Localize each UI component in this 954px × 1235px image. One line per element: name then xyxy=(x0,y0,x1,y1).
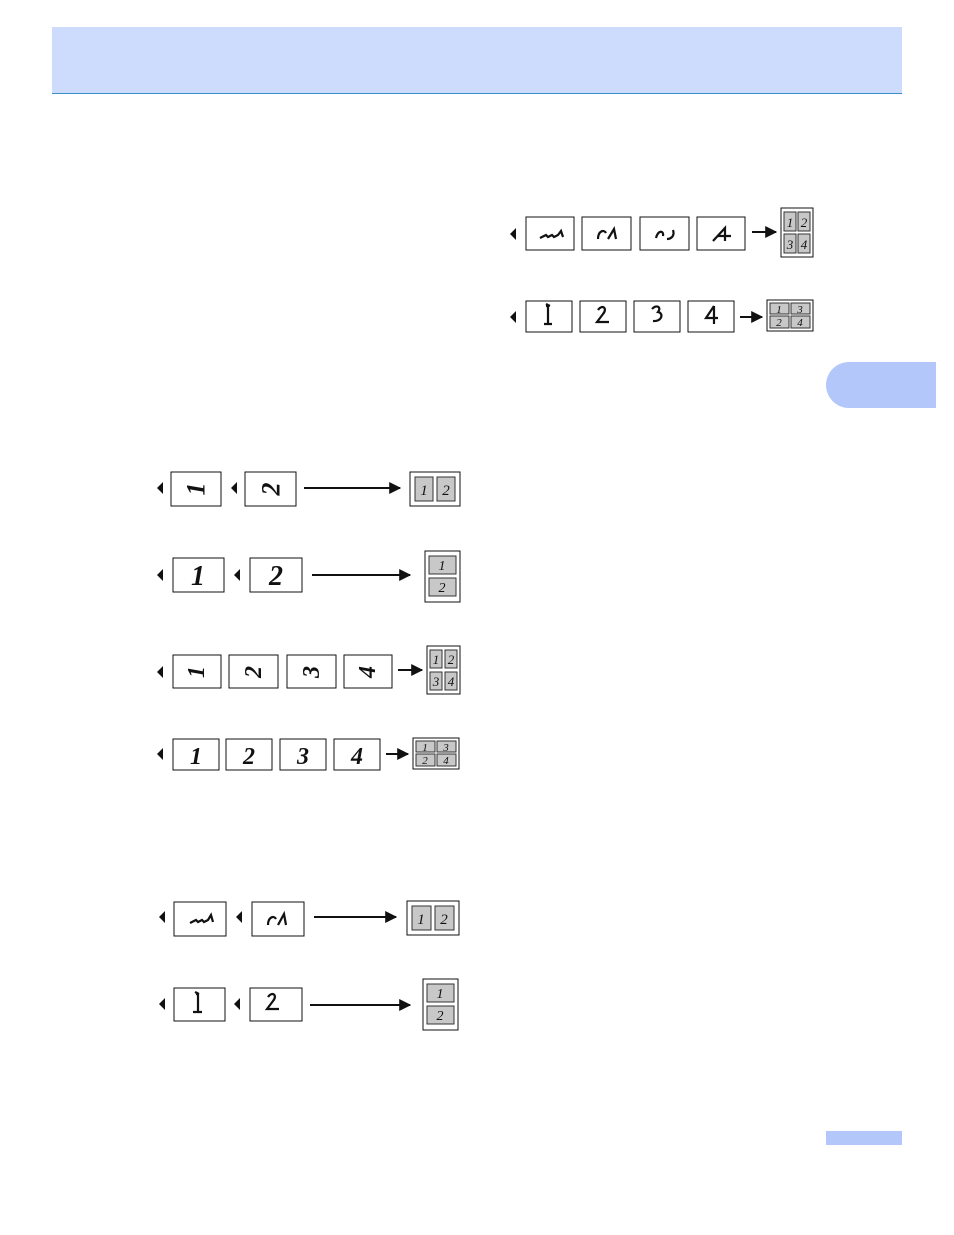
page-number: 3 xyxy=(296,744,309,770)
page-number: 1 xyxy=(184,666,210,678)
feed-direction-icon xyxy=(157,748,163,760)
feed-direction-icon xyxy=(157,666,163,678)
cell-number: 1 xyxy=(433,652,440,667)
page-number: 2 xyxy=(268,561,283,592)
diagram-4in1-portrait: 1 2 3 4 1 2 3 4 xyxy=(157,646,460,694)
cell-number: 3 xyxy=(796,304,803,316)
diagram-2in1-portrait: 1 2 1 2 xyxy=(157,472,460,506)
cell-number: 1 xyxy=(417,912,425,928)
feed-direction-icon xyxy=(159,911,165,923)
diagram-4in1-landscape: 1 2 3 4 1 3 2 4 xyxy=(157,738,459,770)
page-number: 1 xyxy=(182,483,211,496)
page-number: 2 xyxy=(241,666,267,679)
feed-direction-icon xyxy=(510,311,516,323)
cell-number: 1 xyxy=(776,304,782,316)
cell-number: 2 xyxy=(442,483,450,499)
cell-number: 1 xyxy=(420,483,428,499)
page-number: 1 xyxy=(190,744,202,770)
feed-direction-icon xyxy=(157,569,163,581)
diagram-2in1-landscape: 1 2 1 2 xyxy=(157,551,460,602)
feed-direction-icon xyxy=(236,911,242,923)
feed-direction-icon xyxy=(157,482,163,494)
page-number: 1 xyxy=(191,561,205,592)
cell-number: 2 xyxy=(439,581,446,596)
cell-number: 4 xyxy=(801,237,808,252)
feed-direction-icon xyxy=(159,998,165,1010)
feed-direction-icon xyxy=(234,569,240,581)
diagram-rotated-top-1: 1 2 3 4 xyxy=(510,208,813,257)
feed-direction-icon xyxy=(234,998,240,1010)
cell-number: 1 xyxy=(439,559,446,574)
diagram-rotated-2in1-landscape: 1 2 xyxy=(159,979,458,1030)
cell-number: 3 xyxy=(786,237,794,252)
diagram-rotated-2in1-portrait: 1 2 xyxy=(159,901,459,936)
page-number: 2 xyxy=(257,483,286,497)
cell-number: 4 xyxy=(448,674,455,689)
page-number: 4 xyxy=(350,744,363,770)
feed-direction-icon xyxy=(510,228,516,240)
cell-number: 1 xyxy=(787,215,794,230)
cell-number: 2 xyxy=(776,317,782,329)
diagram-rotated-top-2: 1 3 2 4 xyxy=(510,300,813,332)
feed-direction-icon xyxy=(231,482,237,494)
cell-number: 2 xyxy=(440,912,448,928)
page-number: 4 xyxy=(355,666,381,679)
page-number: 2 xyxy=(242,744,255,770)
cell-number: 2 xyxy=(448,652,455,667)
page-number: 3 xyxy=(299,666,325,679)
cell-number: 2 xyxy=(422,755,428,767)
cell-number: 3 xyxy=(442,742,449,754)
cell-number: 4 xyxy=(797,317,803,329)
cell-number: 2 xyxy=(801,215,808,230)
cell-number: 1 xyxy=(422,742,428,754)
cell-number: 2 xyxy=(437,1009,444,1024)
cell-number: 4 xyxy=(443,755,449,767)
cell-number: 1 xyxy=(437,987,444,1002)
cell-number: 3 xyxy=(432,674,440,689)
